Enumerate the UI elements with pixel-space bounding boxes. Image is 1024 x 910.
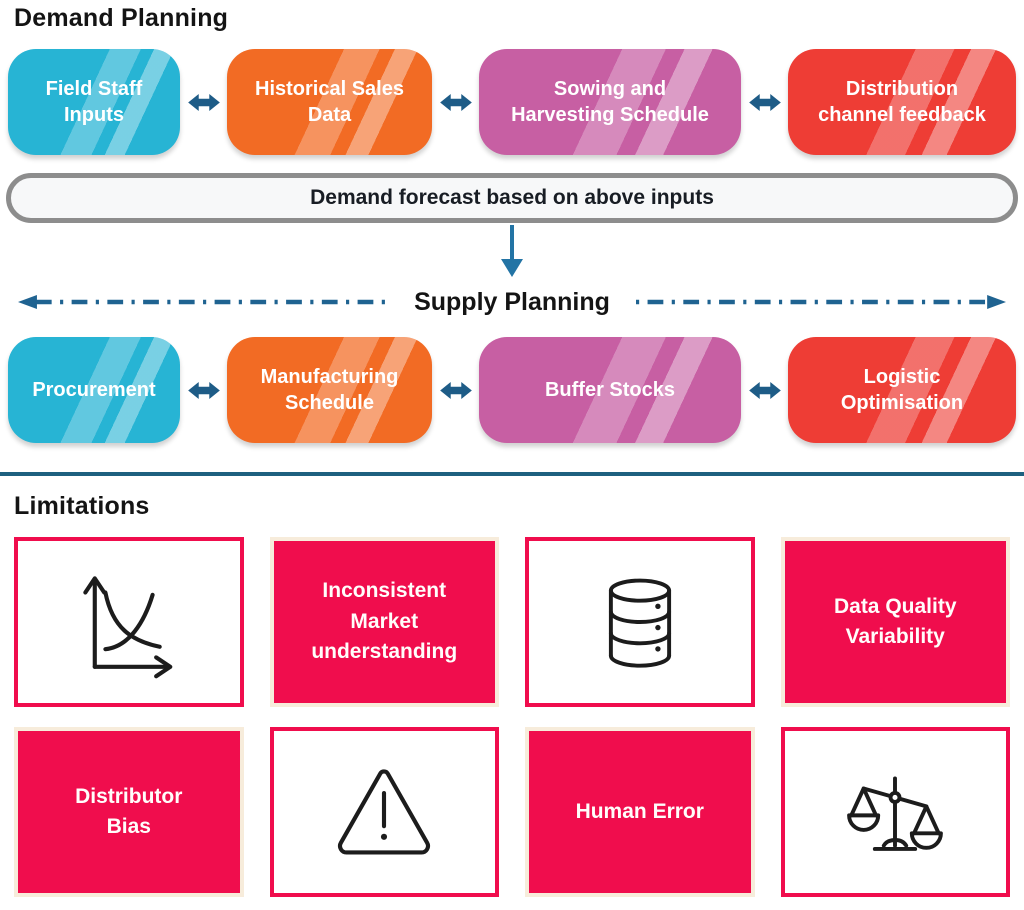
limitation-scales-card: [780, 727, 1010, 897]
limitation-human-error-card: Human Error: [525, 727, 755, 897]
demand-input-row: Field Staff Inputs Historical Sales Data…: [8, 49, 1016, 155]
logistic-optimisation-label: Logistic Optimisation: [840, 366, 964, 414]
sowing-harvesting-schedule-box: Sowing and Harvesting Schedule: [479, 49, 741, 155]
supply-planning-header: Supply Planning: [18, 283, 1006, 321]
supply-demand-chart-icon: [83, 576, 173, 679]
double-arrow-icon: [180, 49, 227, 155]
buffer-stocks-box: Buffer Stocks: [479, 337, 741, 443]
inconsistent-market-label: Inconsistent Market understanding: [311, 579, 458, 664]
double-arrow-icon: [180, 337, 227, 443]
section-divider: [0, 472, 1024, 476]
demand-planning-title: Demand Planning: [14, 4, 229, 32]
limitation-data-quality-card: Data Quality Variability: [780, 537, 1010, 707]
scales-icon: [847, 776, 944, 851]
demand-forecast-label: Demand forecast based on above inputs: [310, 186, 714, 209]
limitation-database-card: [525, 537, 755, 707]
historical-sales-data-label: Historical Sales Data: [255, 78, 404, 126]
historical-sales-data-box: Historical Sales Data: [227, 49, 432, 155]
human-error-label: Human Error: [575, 799, 704, 823]
double-arrow-icon: [741, 337, 788, 443]
sowing-harvesting-schedule-label: Sowing and Harvesting Schedule: [511, 78, 709, 126]
field-staff-inputs-box: Field Staff Inputs: [8, 49, 180, 155]
double-arrow-icon: [432, 337, 479, 443]
distribution-channel-feedback-label: Distribution channel feedback: [818, 78, 986, 126]
limitation-distributor-bias-card: Distributor Bias: [14, 727, 244, 897]
procurement-box: Procurement: [8, 337, 180, 443]
distribution-channel-feedback-box: Distribution channel feedback: [788, 49, 1016, 155]
dashdot-arrow-right-icon: [635, 295, 1006, 309]
buffer-stocks-label: Buffer Stocks: [544, 379, 676, 401]
logistic-optimisation-box: Logistic Optimisation: [788, 337, 1016, 443]
limitations-grid: Inconsistent Market understanding Data Q…: [14, 537, 1010, 897]
field-staff-inputs-label: Field Staff Inputs: [45, 78, 143, 126]
double-arrow-icon: [741, 49, 788, 155]
procurement-label: Procurement: [32, 379, 156, 401]
dashdot-arrow-left-icon: [18, 295, 389, 309]
double-arrow-icon: [432, 49, 479, 155]
distributor-bias-label: Distributor Bias: [75, 784, 183, 838]
limitation-inconsistent-market-card: Inconsistent Market understanding: [269, 537, 499, 707]
supply-planning-title: Supply Planning: [414, 287, 610, 316]
limitation-chart-card: [14, 537, 244, 707]
limitation-warning-card: [269, 727, 499, 897]
data-quality-variability-label: Data Quality Variability: [833, 594, 957, 648]
database-icon: [608, 578, 671, 668]
limitations-title: Limitations: [14, 492, 150, 520]
manufacturing-schedule-box: Manufacturing Schedule: [227, 337, 432, 443]
supply-planning-row: Procurement Manufacturing Schedule Buffe…: [8, 337, 1016, 443]
demand-forecast-pill: Demand forecast based on above inputs: [6, 173, 1018, 223]
flow-down-arrow-icon: [0, 223, 1024, 279]
warning-triangle-icon: [338, 769, 431, 855]
manufacturing-schedule-label: Manufacturing Schedule: [260, 366, 399, 414]
